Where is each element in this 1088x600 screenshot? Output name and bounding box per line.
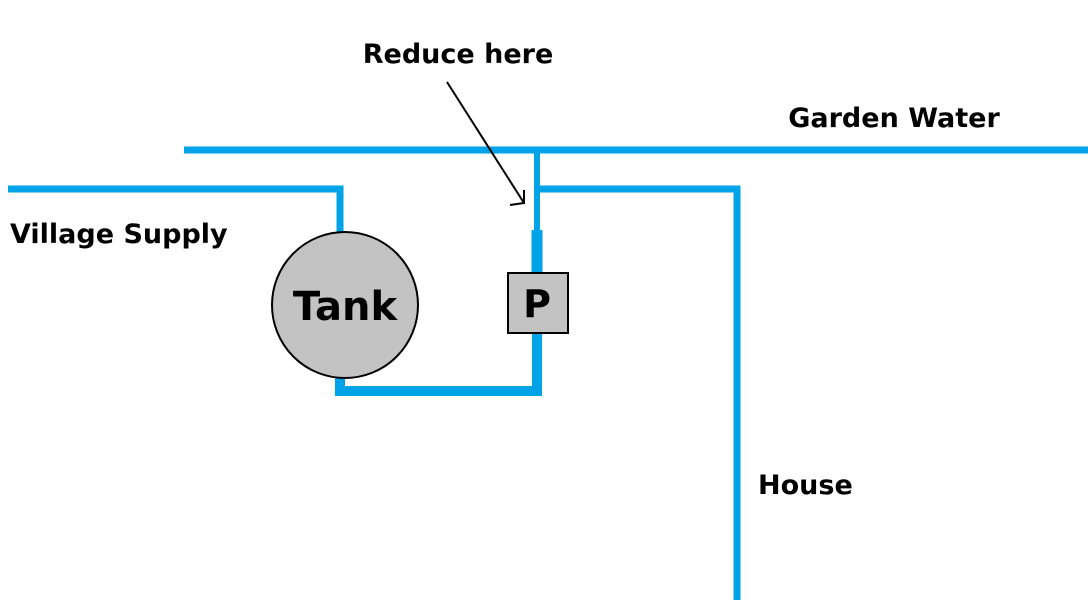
reduce-arrow-shaft — [446, 81, 525, 204]
village-supply-pipe — [8, 185, 344, 238]
reduce-here-label: Reduce here — [363, 39, 554, 70]
tank-shape — [271, 231, 419, 379]
tank: Tank — [271, 231, 419, 379]
pump: P — [507, 272, 569, 334]
house-branch-pipe — [537, 185, 741, 600]
house-label: House — [758, 470, 853, 501]
tank-to-pump-pipe — [335, 333, 542, 396]
village-supply-label: Village Supply — [10, 219, 228, 250]
pump-shape — [507, 272, 569, 334]
pump-label: P — [523, 282, 551, 326]
reduce-arrow — [446, 81, 525, 206]
garden-water-label: Garden Water — [788, 103, 1000, 134]
tank-label: Tank — [293, 284, 399, 330]
pipes — [8, 146, 1088, 600]
reduce-arrow-head — [509, 190, 525, 206]
